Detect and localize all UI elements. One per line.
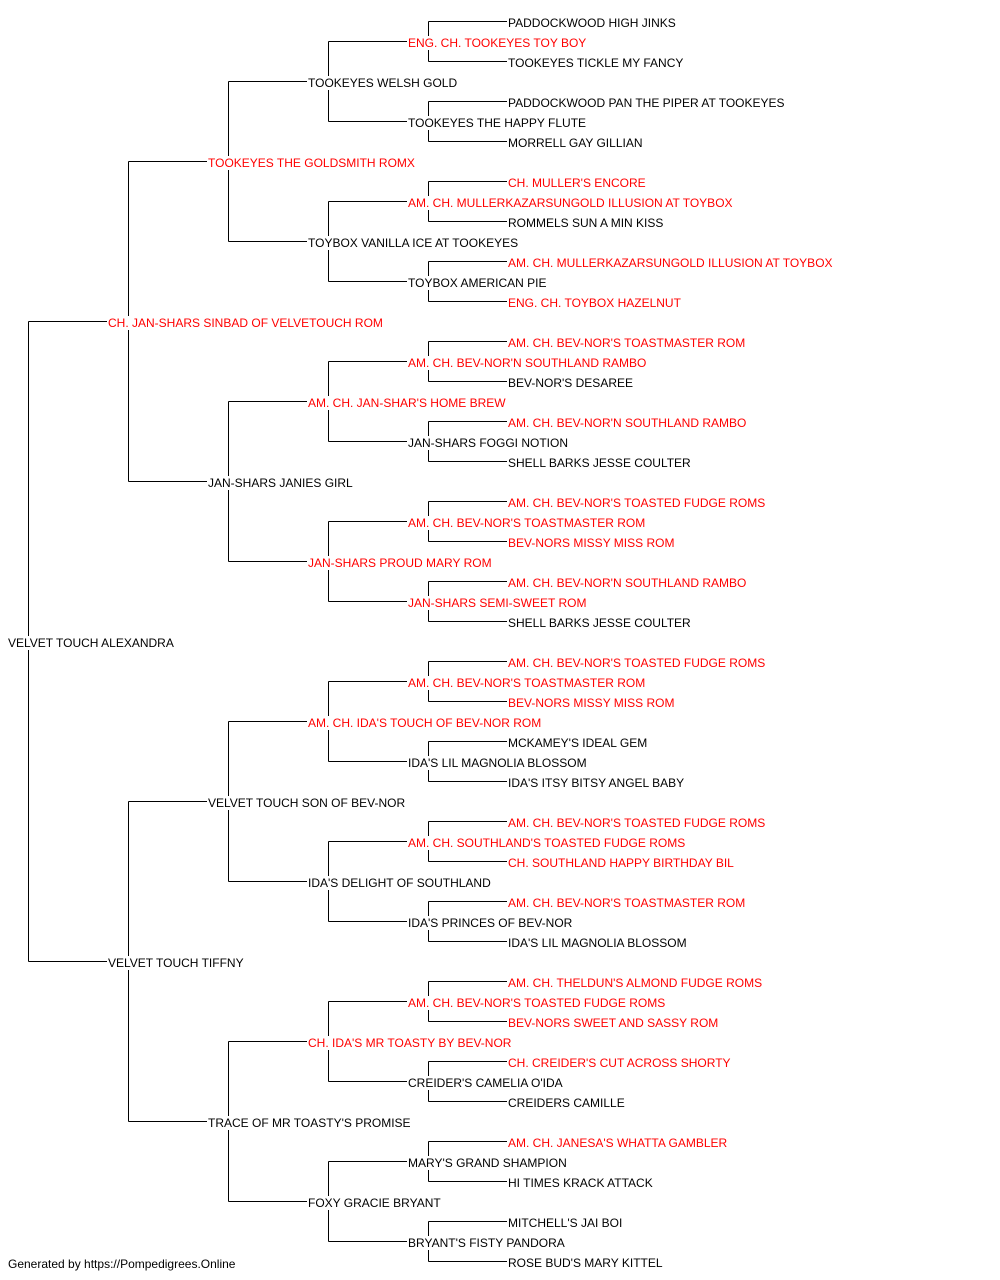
gen6-ancestor-name: PADDOCKWOOD PAN THE PIPER AT TOOKEYES (507, 96, 786, 110)
gen5-ancestor-name: TOOKEYES THE HAPPY FLUTE (407, 116, 588, 130)
gen6-ancestor-name: BEV-NORS MISSY MISS ROM (507, 536, 676, 550)
gen5-ancestor-name: CREIDER'S CAMELIA O'IDA (407, 1076, 564, 1090)
gen6-ancestor-name: MORRELL GAY GILLIAN (507, 136, 644, 150)
gen5-ancestor-name: TOYBOX AMERICAN PIE (407, 276, 548, 290)
gen6-ancestor-name: IDA'S ITSY BITSY ANGEL BABY (507, 776, 686, 790)
gen6-ancestor-name: AM. CH. BEV-NOR'S TOASTED FUDGE ROMS (507, 656, 767, 670)
great-grandparent-name: FOXY GRACIE BRYANT (307, 1196, 442, 1210)
gen5-ancestor-name: ENG. CH. TOOKEYES TOY BOY (407, 36, 588, 50)
great-grandparent-name: IDA'S DELIGHT OF SOUTHLAND (307, 876, 492, 890)
gen6-ancestor-name: ROSE BUD'S MARY KITTEL (507, 1256, 664, 1270)
grandparent-name: TOOKEYES THE GOLDSMITH ROMX (207, 156, 416, 170)
gen6-ancestor-name: MITCHELL'S JAI BOI (507, 1216, 624, 1230)
gen6-ancestor-name: BEV-NORS MISSY MISS ROM (507, 696, 676, 710)
gen6-ancestor-name: AM. CH. BEV-NOR'S TOASTMASTER ROM (507, 336, 747, 350)
gen6-ancestor-name: CREIDERS CAMILLE (507, 1096, 626, 1110)
great-grandparent-name: JAN-SHARS PROUD MARY ROM (307, 556, 493, 570)
great-grandparent-name: AM. CH. IDA'S TOUCH OF BEV-NOR ROM (307, 716, 543, 730)
gen5-ancestor-name: AM. CH. MULLERKAZARSUNGOLD ILLUSION AT T… (407, 196, 734, 210)
grandparent-name: JAN-SHARS JANIES GIRL (207, 476, 354, 490)
gen6-ancestor-name: CH. CREIDER'S CUT ACROSS SHORTY (507, 1056, 732, 1070)
gen6-ancestor-name: AM. CH. BEV-NOR'N SOUTHLAND RAMBO (507, 576, 748, 590)
gen5-ancestor-name: IDA'S PRINCES OF BEV-NOR (407, 916, 574, 930)
gen6-ancestor-name: SHELL BARKS JESSE COULTER (507, 456, 692, 470)
gen6-ancestor-name: TOOKEYES TICKLE MY FANCY (507, 56, 685, 70)
gen6-ancestor-name: CH. SOUTHLAND HAPPY BIRTHDAY BIL (507, 856, 735, 870)
grandparent-name: TRACE OF MR TOASTY'S PROMISE (207, 1116, 412, 1130)
great-grandparent-name: CH. IDA'S MR TOASTY BY BEV-NOR (307, 1036, 513, 1050)
grandparent-name: VELVET TOUCH SON OF BEV-NOR (207, 796, 407, 810)
gen5-ancestor-name: AM. CH. SOUTHLAND'S TOASTED FUDGE ROMS (407, 836, 687, 850)
gen5-ancestor-name: IDA'S LIL MAGNOLIA BLOSSOM (407, 756, 588, 770)
gen6-ancestor-name: ENG. CH. TOYBOX HAZELNUT (507, 296, 682, 310)
gen6-ancestor-name: SHELL BARKS JESSE COULTER (507, 616, 692, 630)
gen6-ancestor-name: AM. CH. MULLERKAZARSUNGOLD ILLUSION AT T… (507, 256, 834, 270)
gen5-ancestor-name: MARY'S GRAND SHAMPION (407, 1156, 568, 1170)
gen5-ancestor-name: AM. CH. BEV-NOR'N SOUTHLAND RAMBO (407, 356, 648, 370)
gen6-ancestor-name: BEV-NORS SWEET AND SASSY ROM (507, 1016, 720, 1030)
gen6-ancestor-name: BEV-NOR'S DESAREE (507, 376, 634, 390)
gen6-ancestor-name: AM. CH. BEV-NOR'S TOASTED FUDGE ROMS (507, 496, 767, 510)
great-grandparent-name: TOYBOX VANILLA ICE AT TOOKEYES (307, 236, 520, 250)
gen6-ancestor-name: IDA'S LIL MAGNOLIA BLOSSOM (507, 936, 688, 950)
dam-name: VELVET TOUCH TIFFNY (107, 956, 245, 970)
gen5-ancestor-name: BRYANT'S FISTY PANDORA (407, 1236, 566, 1250)
gen6-ancestor-name: AM. CH. BEV-NOR'S TOASTED FUDGE ROMS (507, 816, 767, 830)
gen6-ancestor-name: ROMMELS SUN A MIN KISS (507, 216, 665, 230)
gen6-ancestor-name: HI TIMES KRACK ATTACK (507, 1176, 654, 1190)
gen6-ancestor-name: CH. MULLER'S ENCORE (507, 176, 647, 190)
gen5-ancestor-name: JAN-SHARS SEMI-SWEET ROM (407, 596, 588, 610)
gen6-ancestor-name: PADDOCKWOOD HIGH JINKS (507, 16, 677, 30)
gen5-ancestor-name: AM. CH. BEV-NOR'S TOASTMASTER ROM (407, 516, 647, 530)
gen6-ancestor-name: MCKAMEY'S IDEAL GEM (507, 736, 649, 750)
footer-credit: Generated by https://Pompedigrees.Online (8, 1257, 236, 1271)
sire-name: CH. JAN-SHARS SINBAD OF VELVETOUCH ROM (107, 316, 384, 330)
gen6-ancestor-name: AM. CH. BEV-NOR'N SOUTHLAND RAMBO (507, 416, 748, 430)
great-grandparent-name: AM. CH. JAN-SHAR'S HOME BREW (307, 396, 507, 410)
subject-name: VELVET TOUCH ALEXANDRA (7, 636, 175, 650)
gen5-ancestor-name: JAN-SHARS FOGGI NOTION (407, 436, 570, 450)
gen5-ancestor-name: AM. CH. BEV-NOR'S TOASTED FUDGE ROMS (407, 996, 667, 1010)
great-grandparent-name: TOOKEYES WELSH GOLD (307, 76, 459, 90)
gen6-ancestor-name: AM. CH. BEV-NOR'S TOASTMASTER ROM (507, 896, 747, 910)
gen5-ancestor-name: AM. CH. BEV-NOR'S TOASTMASTER ROM (407, 676, 647, 690)
gen6-ancestor-name: AM. CH. THELDUN'S ALMOND FUDGE ROMS (507, 976, 764, 990)
gen6-ancestor-name: AM. CH. JANESA'S WHATTA GAMBLER (507, 1136, 729, 1150)
